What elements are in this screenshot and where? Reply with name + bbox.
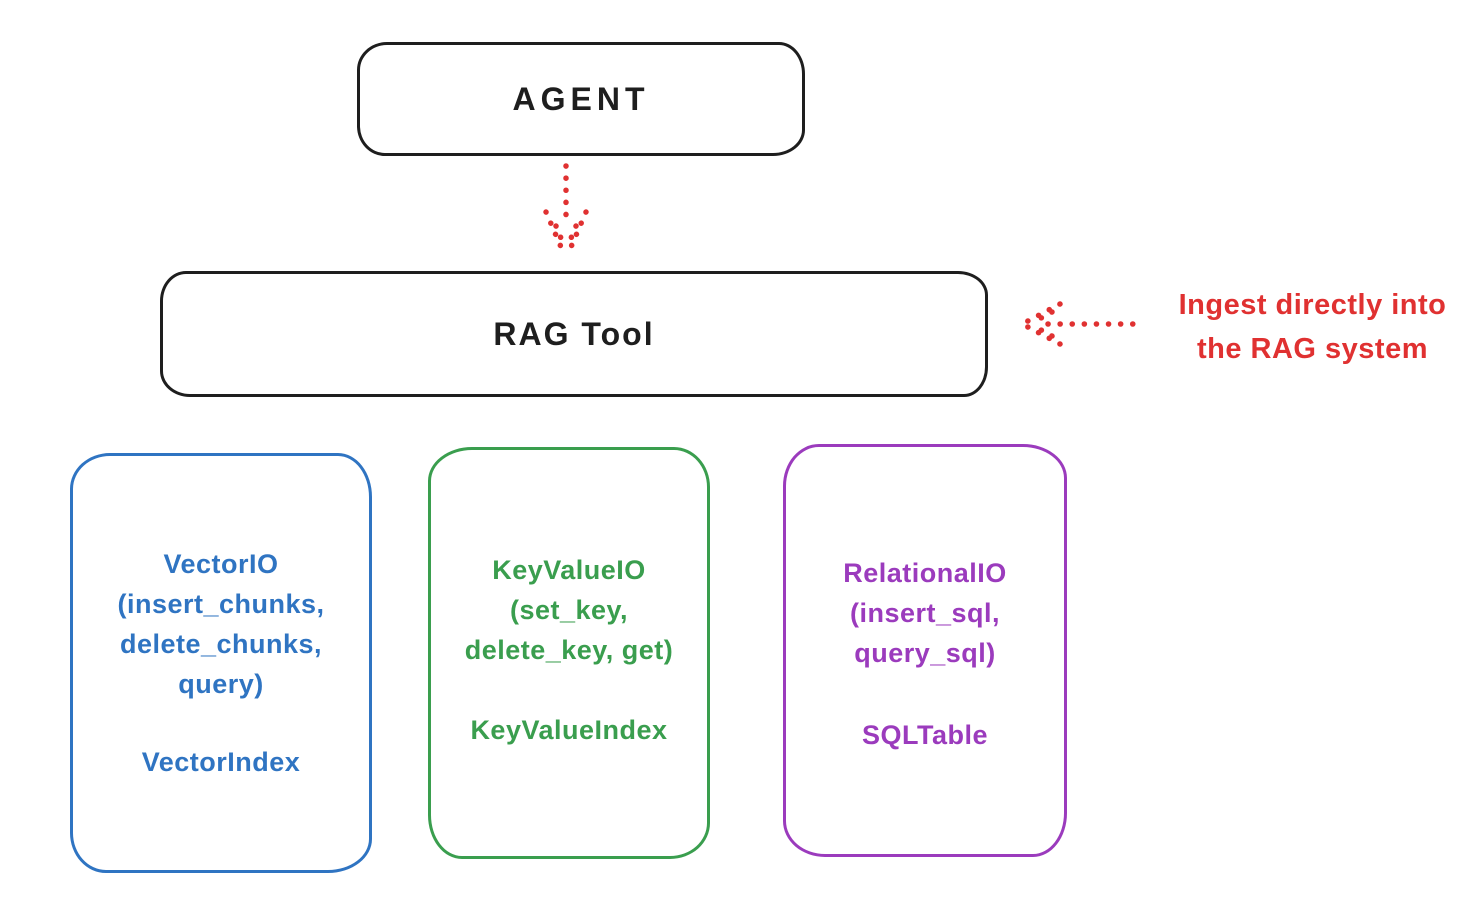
ingest-annotation-line-1: Ingest directly into [1178,289,1447,321]
vector-io-node[interactable]: VectorIO (insert_chunks, delete_chunks, … [70,453,372,873]
agent-to-rag-arrow [543,163,589,257]
key-value-io-methods-line-1: (set_key, [509,595,629,625]
agent-node[interactable]: AGENT [357,42,805,156]
vector-io-methods-line-1: (insert_chunks, [117,589,325,619]
ingest-annotation-line-2: the RAG system [1196,333,1428,365]
ingest-annotation-arrow [1023,301,1137,347]
key-value-io-title: KeyValueIO [492,555,646,585]
relational-io-methods-line-2: query_sql) [854,638,996,668]
vector-io-methods-line-2: delete_chunks, [119,629,323,659]
rag-tool-label: RAG Tool [493,315,655,352]
agent-label: AGENT [512,80,650,117]
vector-io-methods-line-3: query) [178,669,264,699]
key-value-io-node[interactable]: KeyValueIO (set_key, delete_key, get) Ke… [428,447,710,859]
rag-tool-node[interactable]: RAG Tool [160,271,988,397]
vector-io-title: VectorIO [163,549,279,579]
vector-index-label: VectorIndex [141,747,301,777]
relational-io-node[interactable]: RelationalIO (insert_sql, query_sql) SQL… [783,444,1067,857]
relational-io-title: RelationalIO [843,558,1007,588]
key-value-index-label: KeyValueIndex [470,715,668,745]
sql-table-label: SQLTable [861,720,988,750]
relational-io-methods-line-1: (insert_sql, [849,598,1001,628]
key-value-io-methods-line-2: delete_key, get) [464,635,674,665]
ingest-annotation: Ingest directly into the RAG system [1140,283,1484,371]
